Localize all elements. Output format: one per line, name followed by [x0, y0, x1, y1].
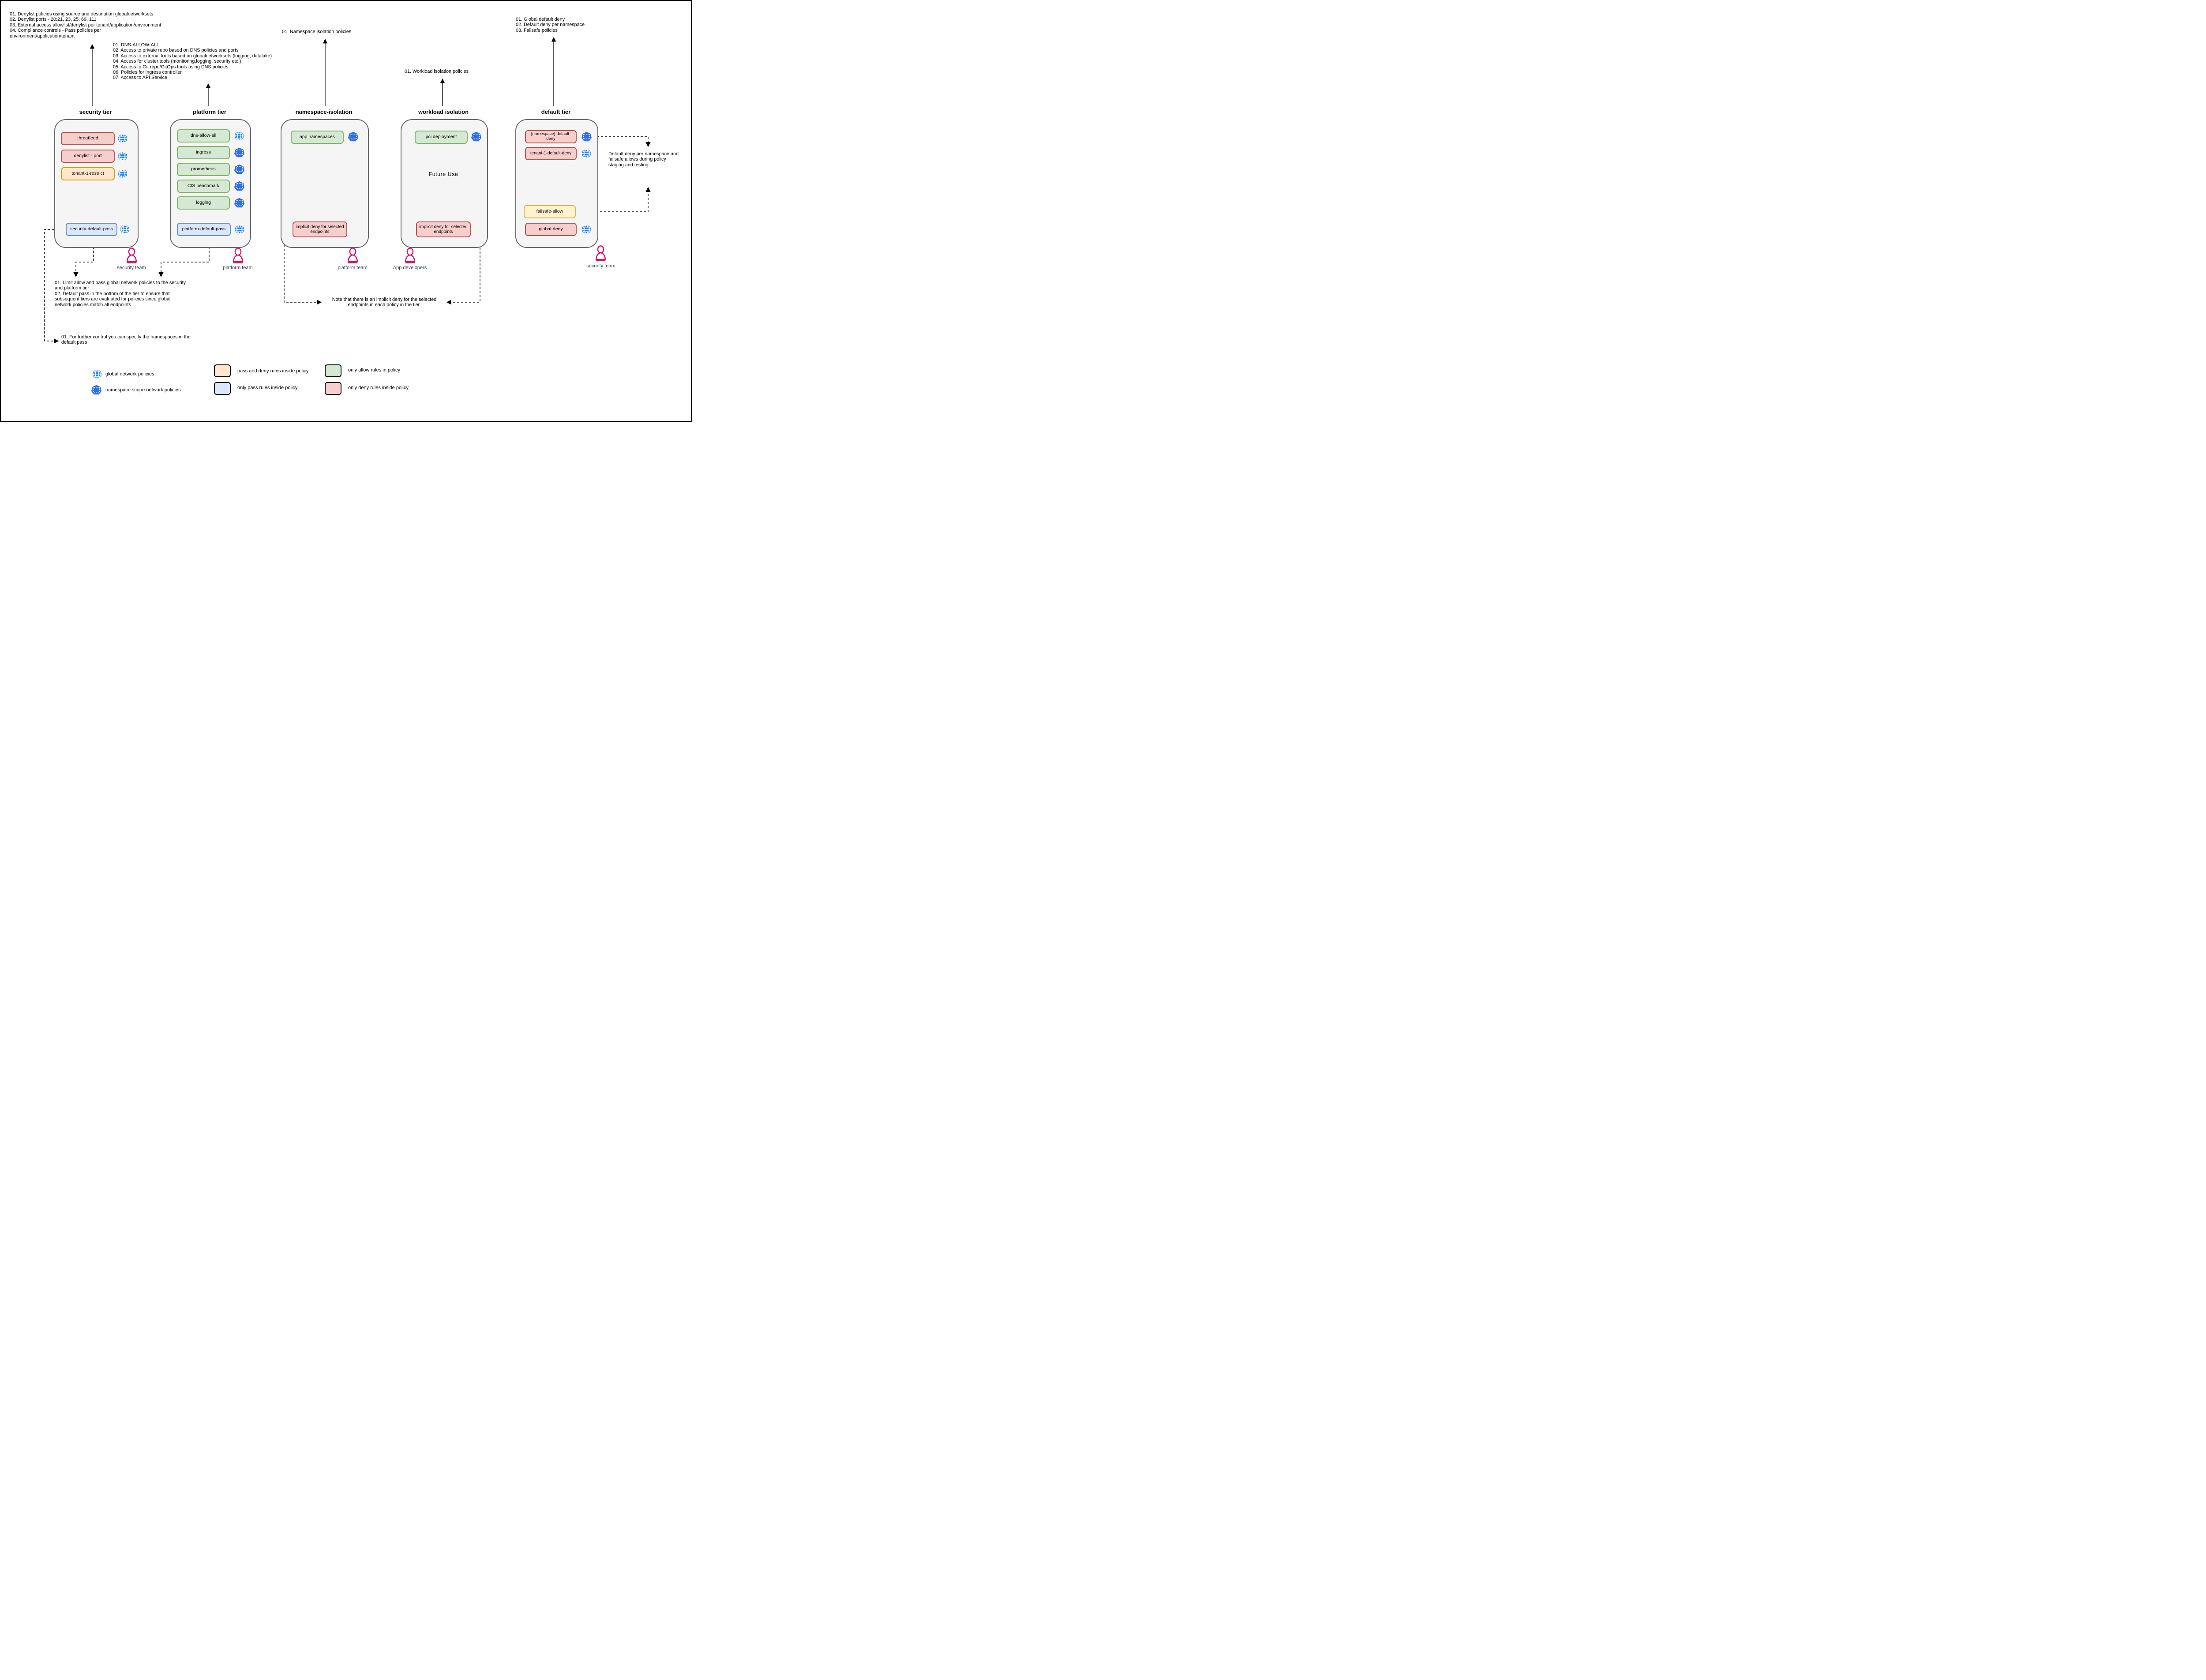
- policy-global-deny: global-deny: [525, 223, 577, 236]
- person-icon: [595, 245, 607, 262]
- policy-platform-default-pass: platform-default-pass: [177, 223, 231, 236]
- policy-pci-deployment: pci deployment: [415, 131, 468, 144]
- globe-icon: [118, 134, 128, 143]
- security-tier-title: security tier: [79, 109, 112, 115]
- person-icon: [232, 248, 244, 264]
- namespace-isolation-annotation: 01. Namespace isolation policies: [282, 29, 352, 34]
- policy-failsafe-allow: failsafe-allow: [524, 205, 576, 218]
- default-tier-annotation: 01. Global default deny 02. Default deny…: [516, 17, 585, 33]
- namespace-scope-icon: [234, 198, 245, 208]
- policy-namespace-default-deny: [namespace]-default-deny: [525, 130, 577, 143]
- legend-only-pass-swatch: [214, 382, 231, 395]
- legend-global-label: global network policies: [105, 371, 154, 377]
- workload-isolation-title: workload isolation: [418, 109, 469, 115]
- person-icon: [404, 248, 416, 264]
- further-control-note: 01. For further control you can specify …: [61, 334, 191, 345]
- namespace-scope-icon: [234, 164, 245, 174]
- person-icon: [347, 248, 359, 264]
- security-tier-annotation: 01. Denylist policies using source and d…: [10, 11, 161, 39]
- team-label-security-1: security team: [117, 265, 146, 270]
- team-label-app-developers: App developers: [393, 265, 427, 270]
- tier-pass-note: 01. Limit allow and pass global network …: [55, 280, 186, 308]
- globe-icon: [92, 369, 102, 379]
- namespace-scope-icon: [234, 181, 245, 191]
- person-icon: [126, 248, 138, 264]
- globe-icon: [235, 225, 244, 234]
- legend-pass-deny-label: pass and deny rules inside policy: [237, 368, 309, 374]
- legend-only-pass-label: only pass rules inside policy: [237, 385, 298, 390]
- platform-tier-annotation: 01. DNS-ALLOW-ALL 02. Access to private …: [113, 42, 272, 81]
- policy-cis-benchmark: CIS benchmark: [177, 180, 230, 193]
- workload-isolation-annotation: 01. Workload isolation policies: [405, 69, 469, 74]
- team-label-platform-1: platform team: [223, 265, 253, 270]
- connector-security-tier-note: [73, 247, 94, 278]
- globe-icon: [120, 225, 130, 234]
- policy-security-default-pass: security-default-pass: [66, 223, 117, 236]
- future-use-label: Future Use: [428, 171, 458, 177]
- legend-only-allow-swatch: [325, 364, 341, 377]
- legend-only-deny-label: only deny rules inside policy: [348, 385, 409, 390]
- namespace-scope-icon: [471, 131, 482, 142]
- platform-tier-title: platform tier: [193, 109, 226, 115]
- namespace-scope-icon: [348, 131, 359, 142]
- legend-namespace-label: namespace scope network policies: [105, 387, 181, 393]
- policy-tenant-1-default-deny: tenant-1-default-deny: [525, 147, 577, 160]
- diagram-canvas: 01. Denylist policies using source and d…: [0, 0, 692, 422]
- staging-note: Default deny per namespace and failsafe …: [608, 151, 679, 168]
- namespace-scope-icon: [91, 385, 102, 395]
- namespace-scope-icon: [581, 131, 592, 142]
- policy-prometheus: prometheus: [177, 163, 230, 176]
- policy-ns-implicit-deny: implicit deny for selected endpoints: [293, 221, 347, 237]
- globe-icon: [234, 131, 244, 141]
- namespace-isolation-title: namespace-isolation: [295, 109, 353, 115]
- team-label-platform-2: platform team: [338, 265, 368, 270]
- team-label-security-2: security team: [586, 263, 615, 269]
- policy-dns-allow-all: dns-allow-all: [177, 129, 230, 142]
- legend-only-allow-label: only allow rules in policy: [348, 368, 400, 373]
- policy-ingress: ingress: [177, 146, 230, 159]
- globe-icon: [118, 151, 128, 161]
- legend-pass-deny-swatch: [214, 364, 231, 377]
- policy-app-namespaces: app namespaces: [291, 131, 344, 144]
- globe-icon: [118, 169, 128, 179]
- implicit-deny-note: Note that there is an implicit deny for …: [332, 297, 437, 308]
- default-tier-title: default tier: [541, 109, 571, 115]
- globe-icon: [582, 149, 591, 158]
- connector-namespace-default-deny-note: [593, 136, 651, 147]
- legend-only-deny-swatch: [325, 382, 341, 395]
- policy-threatfeed: threatfeed: [61, 132, 115, 145]
- connector-platform-tier-note: [158, 247, 210, 278]
- policy-wl-implicit-deny: implicit deny for selected endpoints: [416, 221, 471, 237]
- policy-denylist-port: denylist - port: [61, 150, 115, 163]
- globe-icon: [582, 225, 591, 234]
- policy-logging: logging: [177, 196, 230, 210]
- policy-tenant-1-restrict: tenant-1-restrict: [61, 167, 115, 180]
- namespace-scope-icon: [234, 147, 245, 158]
